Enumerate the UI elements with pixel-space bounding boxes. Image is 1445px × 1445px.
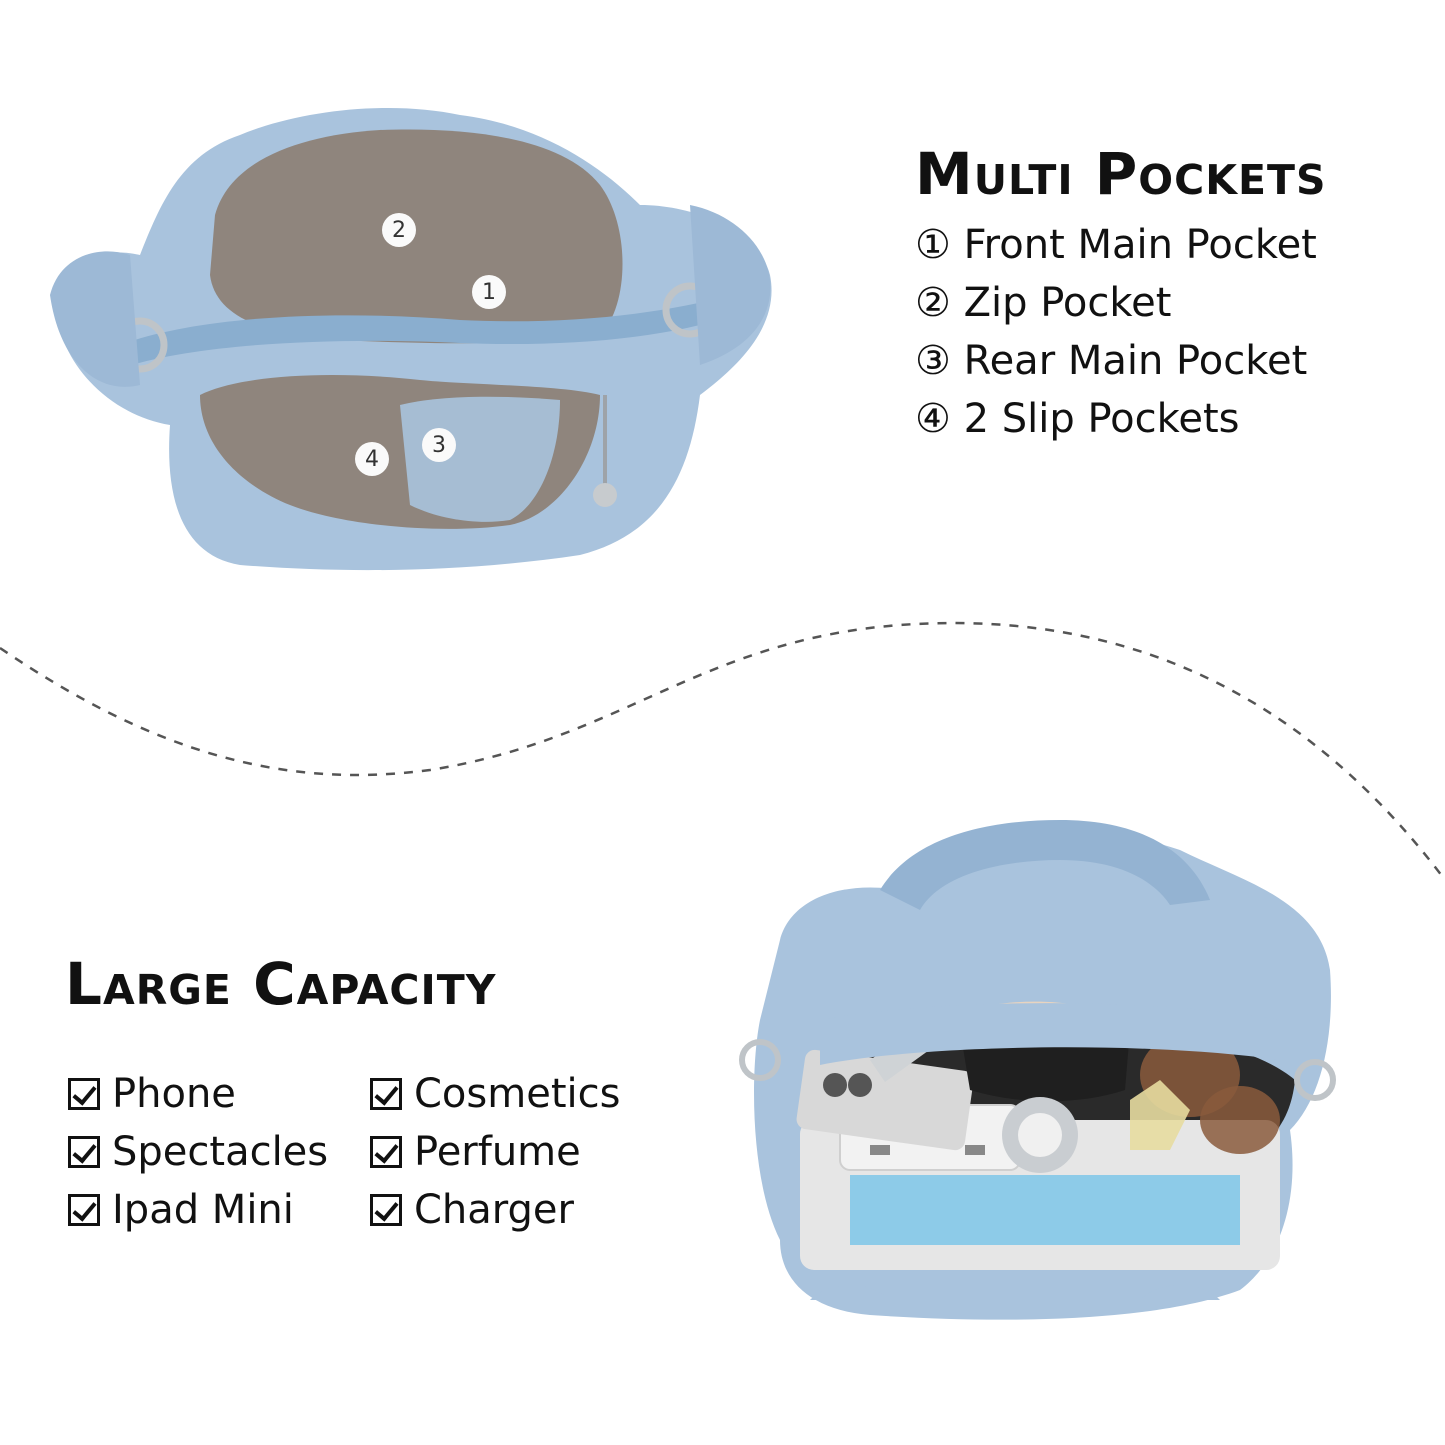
capacity-item-label: Perfume — [414, 1129, 581, 1175]
capacity-item-label: Ipad Mini — [112, 1187, 294, 1233]
capacity-item-phone: Phone — [68, 1065, 328, 1123]
circled-number-1: ① — [915, 222, 951, 268]
checkbox-icon — [68, 1136, 100, 1168]
capacity-item-spectacles: Spectacles — [68, 1123, 328, 1181]
capacity-item-label: Cosmetics — [414, 1071, 621, 1117]
multi-pockets-list: ① Front Main Pocket ② Zip Pocket ③ Rear … — [915, 222, 1317, 454]
pocket-item-front-main: ① Front Main Pocket — [915, 222, 1317, 280]
circled-number-3: ③ — [915, 338, 951, 384]
capacity-right-list: Cosmetics Perfume Charger — [370, 1065, 620, 1239]
capacity-item-label: Phone — [112, 1071, 236, 1117]
pocket-item-rear-main: ③ Rear Main Pocket — [915, 338, 1317, 396]
capacity-item-charger: Charger — [370, 1181, 620, 1239]
bag-photo-top: 2 1 4 3 — [40, 95, 780, 575]
bag-photo-bottom — [720, 820, 1340, 1390]
pocket-item-slip: ④ 2 Slip Pockets — [915, 396, 1317, 454]
circled-number-2: ② — [915, 280, 951, 326]
pocket-item-label: Rear Main Pocket — [963, 338, 1308, 384]
checkbox-icon — [68, 1194, 100, 1226]
capacity-item-label: Spectacles — [112, 1129, 329, 1175]
pocket-item-label: Zip Pocket — [963, 280, 1172, 326]
pocket-item-label: Front Main Pocket — [963, 222, 1317, 268]
pocket-badge-1: 1 — [472, 275, 506, 309]
capacity-left-list: Phone Spectacles Ipad Mini — [68, 1065, 328, 1239]
circled-number-4: ④ — [915, 396, 951, 442]
capacity-item-label: Charger — [414, 1187, 574, 1233]
pocket-badge-3: 3 — [422, 428, 456, 462]
large-capacity-title: Large Capacity — [65, 950, 497, 1018]
pocket-item-label: 2 Slip Pockets — [963, 396, 1240, 442]
multi-pockets-title: Multi Pockets — [915, 140, 1327, 208]
pocket-item-zip: ② Zip Pocket — [915, 280, 1317, 338]
pocket-badge-2: 2 — [382, 213, 416, 247]
checkbox-icon — [370, 1136, 402, 1168]
checkbox-icon — [370, 1078, 402, 1110]
pocket-badge-4: 4 — [355, 442, 389, 476]
capacity-item-perfume: Perfume — [370, 1123, 620, 1181]
checkbox-icon — [68, 1078, 100, 1110]
checkbox-icon — [370, 1194, 402, 1226]
capacity-item-ipad-mini: Ipad Mini — [68, 1181, 328, 1239]
capacity-item-cosmetics: Cosmetics — [370, 1065, 620, 1123]
